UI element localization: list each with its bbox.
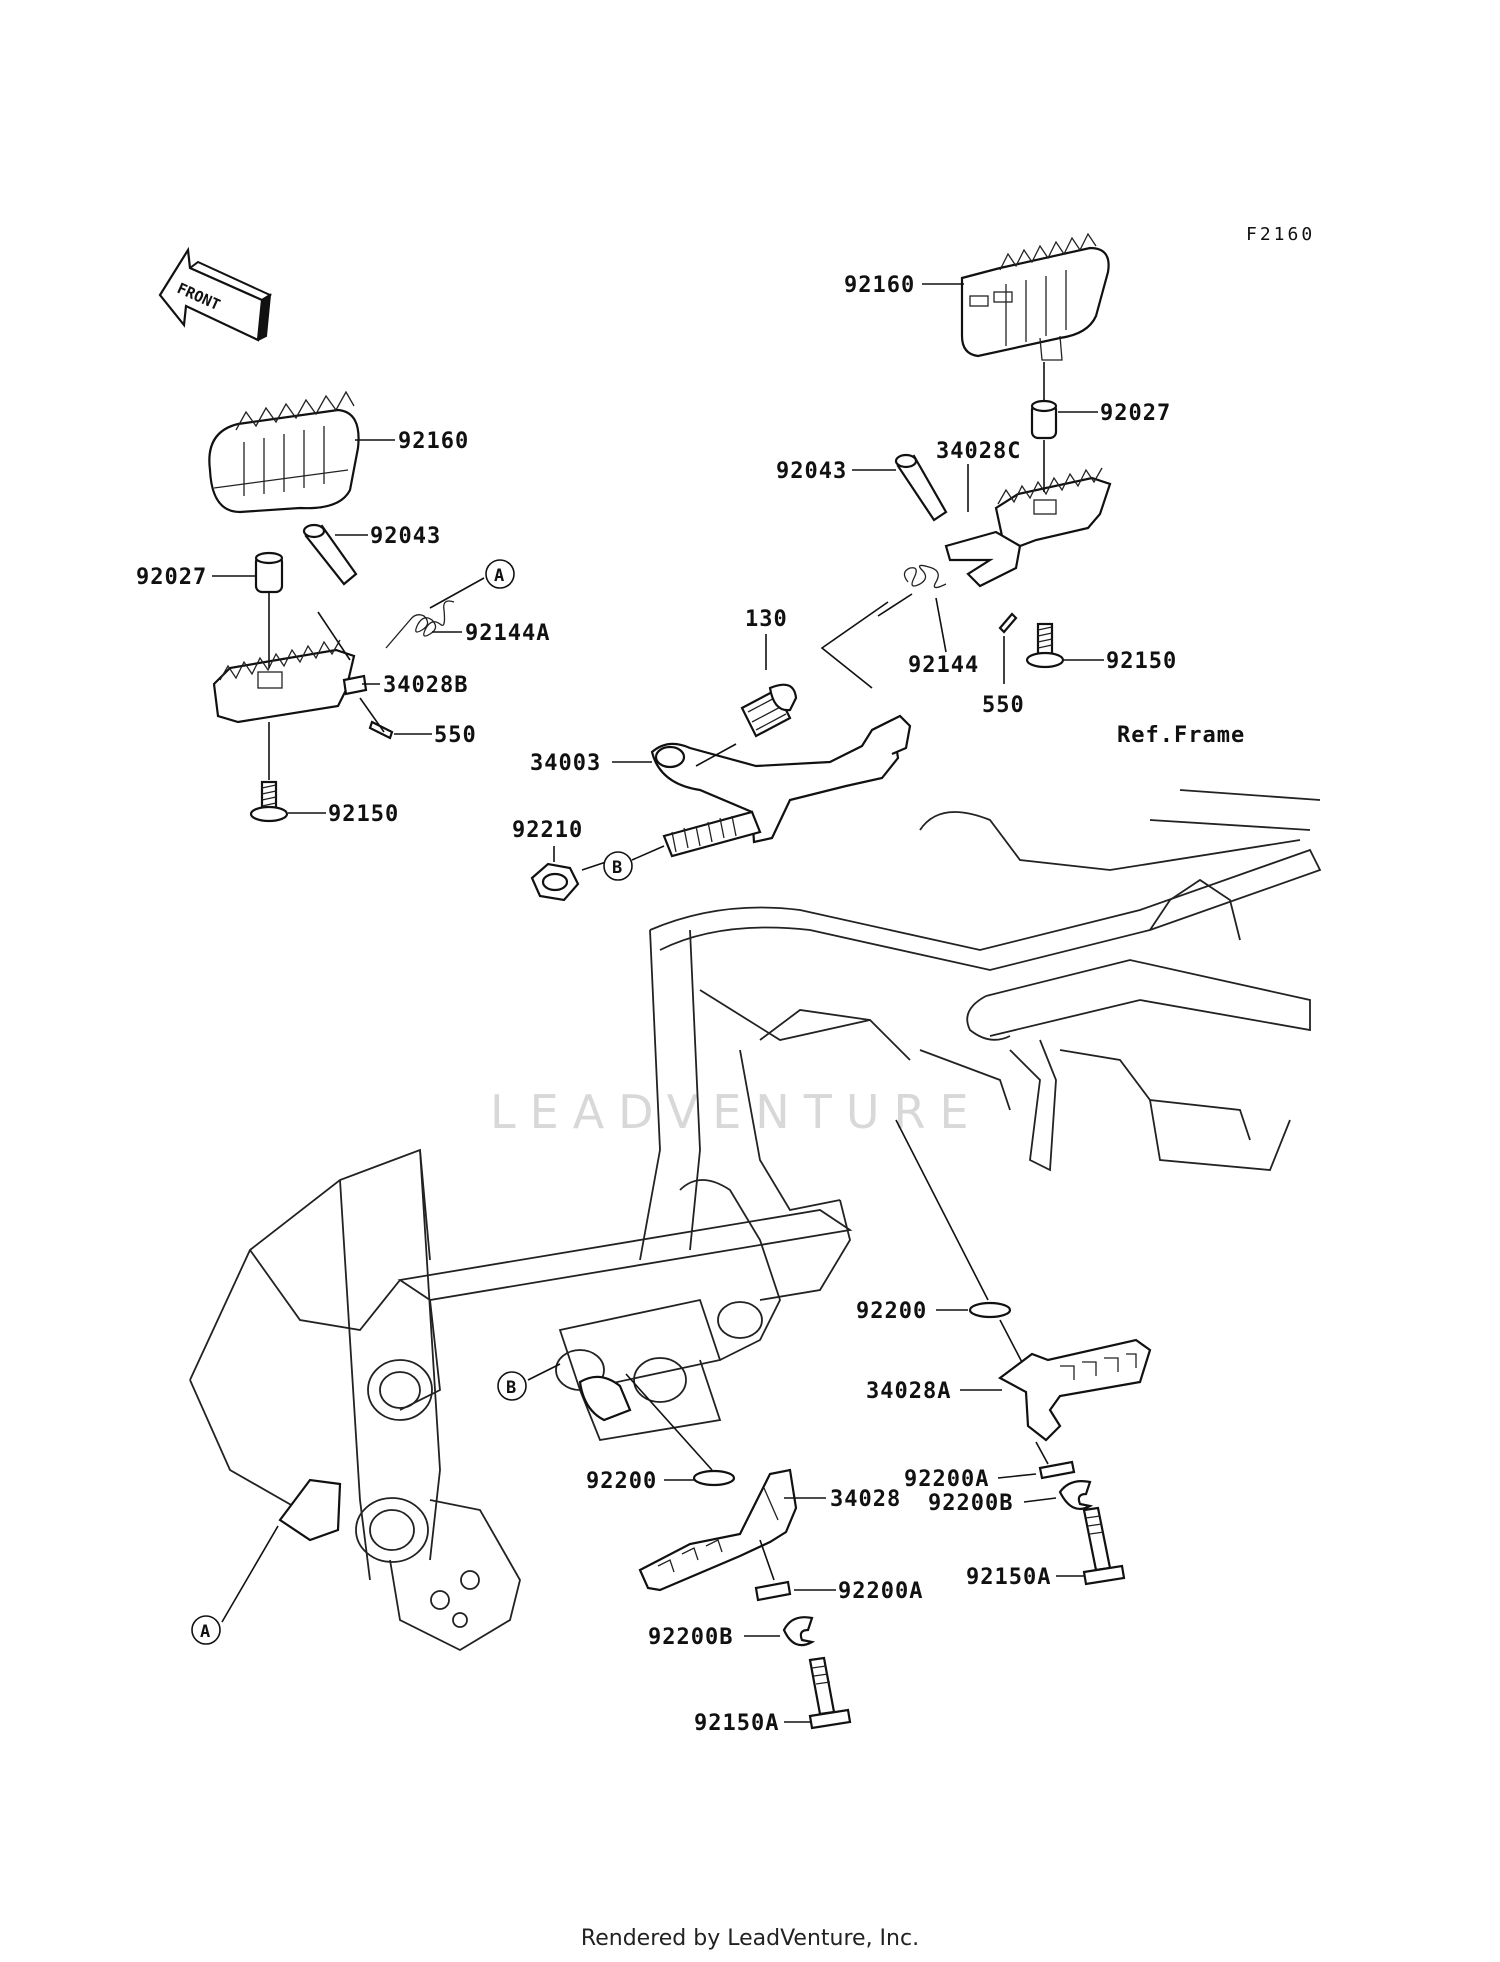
left-pin-92043 bbox=[302, 523, 358, 586]
label-130: 130 bbox=[745, 607, 788, 632]
label-550-left: 550 bbox=[434, 723, 477, 748]
left-cotter-pin-550 bbox=[368, 720, 394, 740]
label-34003: 34003 bbox=[530, 751, 601, 776]
left-spring-92144A bbox=[385, 600, 455, 649]
washer-92200-lower bbox=[692, 1469, 736, 1487]
label-92027-right: 92027 bbox=[1100, 401, 1171, 426]
footpeg-34028 bbox=[638, 1468, 798, 1592]
label-92027-left: 92027 bbox=[136, 565, 207, 590]
label-92144A: 92144A bbox=[465, 621, 550, 646]
label-92150A-lower: 92150A bbox=[694, 1711, 779, 1736]
washer-92200A-lower bbox=[754, 1580, 792, 1602]
clip-92200B-upper bbox=[1058, 1480, 1094, 1510]
left-collar-92027 bbox=[254, 551, 284, 594]
callout-b-bottom: B bbox=[506, 1378, 516, 1398]
label-92160-left: 92160 bbox=[398, 429, 469, 454]
label-34028C: 34028C bbox=[936, 439, 1021, 464]
right-collar-92027 bbox=[1030, 399, 1058, 440]
label-92200A-lower: 92200A bbox=[838, 1579, 923, 1604]
label-92200B-lower: 92200B bbox=[648, 1625, 733, 1650]
right-rubber-pad-92160 bbox=[960, 232, 1110, 361]
pin-92150A-lower bbox=[808, 1656, 852, 1730]
label-92210: 92210 bbox=[512, 818, 583, 843]
right-footpeg-34028C bbox=[944, 467, 1112, 588]
callout-a-bottom: A bbox=[200, 1622, 210, 1642]
label-92200A-upper: 92200A bbox=[904, 1467, 989, 1492]
footer-credit: Rendered by LeadVenture, Inc. bbox=[580, 1926, 920, 1951]
drawing-code: F2160 bbox=[1246, 224, 1315, 245]
right-pin-92043 bbox=[894, 453, 948, 522]
label-92043-right: 92043 bbox=[776, 459, 847, 484]
callout-a-top: A bbox=[494, 566, 504, 586]
watermark: LEADVENTURE bbox=[490, 1085, 983, 1139]
label-92160-right: 92160 bbox=[844, 273, 915, 298]
label-34028B: 34028B bbox=[383, 673, 468, 698]
bolt-130 bbox=[740, 683, 798, 738]
label-92150-right: 92150 bbox=[1106, 649, 1177, 674]
washer-92200A-upper bbox=[1038, 1460, 1076, 1480]
label-92043-left: 92043 bbox=[370, 524, 441, 549]
footpeg-34028A bbox=[997, 1338, 1152, 1442]
label-92200B-upper: 92200B bbox=[928, 1491, 1013, 1516]
right-bolt-92150 bbox=[1025, 622, 1065, 669]
right-cotter-pin-550 bbox=[998, 612, 1018, 634]
label-34028: 34028 bbox=[830, 1487, 901, 1512]
clip-92200B-lower bbox=[782, 1616, 816, 1647]
label-92150-left: 92150 bbox=[328, 802, 399, 827]
label-92200-upper: 92200 bbox=[856, 1299, 927, 1324]
label-92144: 92144 bbox=[908, 653, 979, 678]
label-550-right: 550 bbox=[982, 693, 1025, 718]
frame-illustration bbox=[189, 789, 1322, 1652]
label-34028A: 34028A bbox=[866, 1379, 951, 1404]
bracket-34003 bbox=[650, 714, 912, 858]
left-footpeg-34028B bbox=[212, 639, 368, 724]
ref-frame-label: Ref.Frame bbox=[1117, 723, 1245, 748]
pin-92150A-upper bbox=[1082, 1506, 1126, 1586]
left-rubber-pad-92160 bbox=[208, 390, 360, 514]
right-spring-92144 bbox=[903, 564, 947, 589]
washer-92200-upper bbox=[968, 1301, 1012, 1319]
label-92200-lower: 92200 bbox=[586, 1469, 657, 1494]
label-92150A-upper: 92150A bbox=[966, 1565, 1051, 1590]
callout-b-top: B bbox=[612, 858, 622, 878]
front-arrow-icon: FRONT bbox=[158, 246, 273, 342]
nut-92210 bbox=[530, 862, 580, 902]
left-bolt-92150 bbox=[249, 780, 289, 823]
